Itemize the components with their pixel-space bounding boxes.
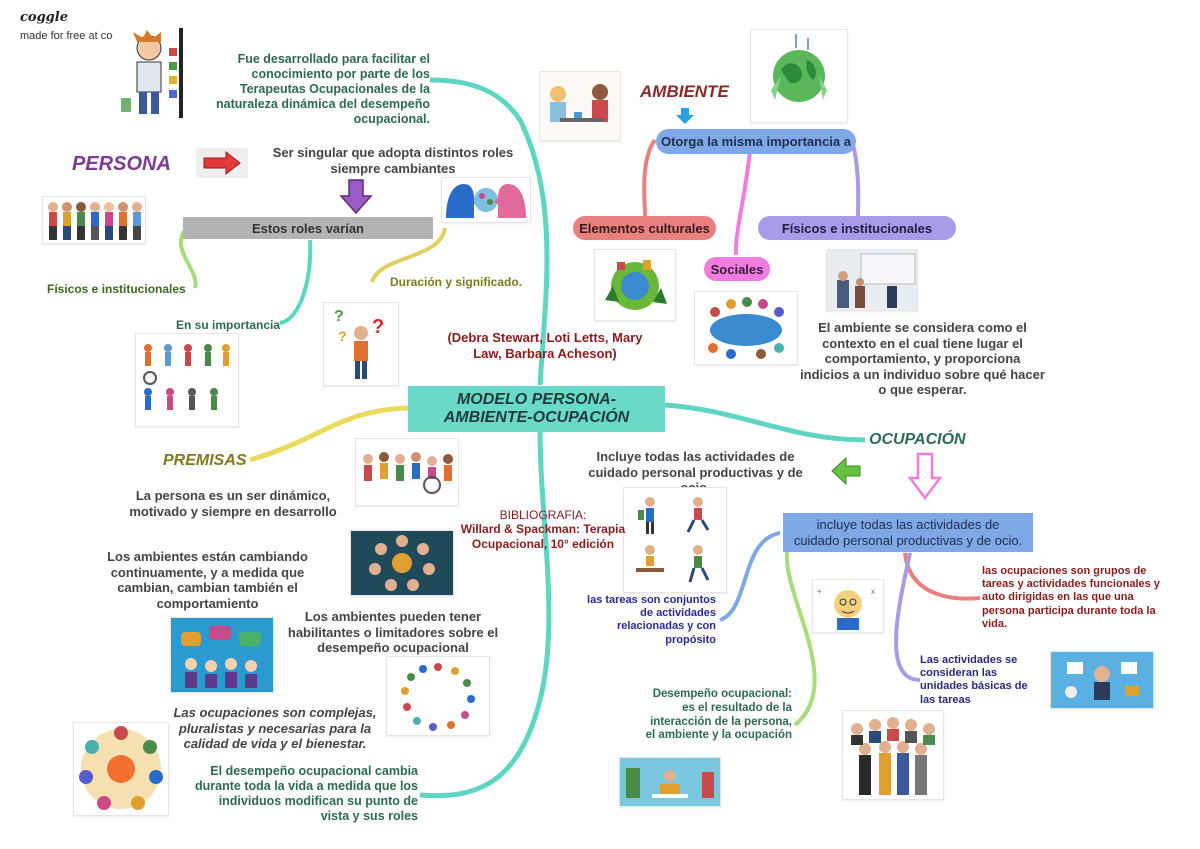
ambiente-connector-label: Otorga la misma importancia a	[660, 134, 851, 149]
central-title: MODELO PERSONA-AMBIENTE-OCUPACIÓN	[443, 390, 630, 426]
ocupacion-box-label: incluye todas las actividades de cuidado…	[793, 516, 1023, 548]
grupos-text: las ocupaciones son grupos de tareas y a…	[982, 565, 1160, 630]
bibliography-text: Willard & Spackman: Terapia Ocupacional,…	[460, 522, 626, 551]
roles-bar[interactable]: Estos roles varían	[183, 217, 433, 239]
people-ring-image	[386, 656, 490, 736]
people-group-image	[42, 196, 146, 244]
elementos-culturales[interactable]: Elementos culturales	[573, 216, 716, 240]
down-arrow-blue-icon	[675, 106, 695, 126]
roles-label: Estos roles varían	[252, 220, 364, 236]
persona-importance: En su importancia	[176, 318, 281, 332]
activities-image	[623, 487, 727, 593]
sociales[interactable]: Sociales	[704, 257, 770, 281]
ocupacion-title: OCUPACIÓN	[869, 431, 966, 448]
globe-environment-image	[750, 29, 848, 123]
bibliography-label: BIBLIOGRAFIA:	[499, 508, 587, 522]
left-arrow-green-icon	[830, 454, 864, 488]
svg-text:+: +	[817, 587, 822, 596]
heads-profile-image	[441, 177, 531, 223]
premisa-2: Los ambientes están cambiando continuame…	[107, 549, 308, 611]
diverse-kids-image	[355, 438, 459, 506]
ambiente-description: El ambiente se considera como el context…	[800, 320, 1045, 398]
question-person-image: ? ? ?	[323, 302, 399, 386]
ocupacion-box[interactable]: incluye todas las actividades de cuidado…	[783, 513, 1033, 552]
central-node[interactable]: MODELO PERSONA-AMBIENTE-OCUPACIÓN	[408, 386, 665, 432]
chat-bubbles-image	[170, 617, 274, 693]
crowd-photo	[842, 710, 944, 800]
persona-fisicos: Físicos e institucionales	[47, 282, 186, 296]
ocupacion-description: Incluye todas las actividades de cuidado…	[588, 449, 803, 489]
ambiente-title: AMBIENTE	[640, 82, 729, 101]
culturales-label: Elementos culturales	[579, 220, 710, 236]
reading-person-image	[619, 757, 721, 807]
intro-text: Fue desarrollado para facilitar el conoc…	[216, 52, 430, 126]
planet-culture-image	[594, 249, 676, 321]
desempeno-text: Desempeño ocupacional: es el resultado d…	[645, 688, 792, 742]
svg-text:?: ?	[372, 316, 384, 338]
persona-description: Ser singular que adopta distintos roles …	[272, 145, 514, 176]
premisas-title: PREMISAS	[163, 452, 247, 469]
down-arrow-pink-icon	[907, 452, 943, 502]
down-arrow-icon	[338, 178, 374, 216]
fisicos-institucionales[interactable]: Físicos e institucionales	[758, 216, 956, 240]
svg-text:x: x	[871, 587, 875, 596]
ambiente-connector[interactable]: Otorga la misma importancia a	[656, 129, 856, 154]
coggle-tagline[interactable]: made for free at coggle.it	[20, 30, 142, 42]
persona-title: PERSONA	[72, 153, 171, 175]
authors-text: (Debra Stewart, Loti Letts, Mary Law, Ba…	[447, 330, 643, 361]
persona-duration: Duración y significado.	[390, 275, 523, 289]
tareas-text: las tareas son conjuntos de actividades …	[587, 594, 716, 646]
classroom-photo	[826, 249, 918, 311]
svg-text:?: ?	[338, 328, 347, 344]
premisa-1: La persona es un ser dinámico, motivado …	[129, 488, 337, 519]
premisa-5: El desempeño ocupacional cambia durante …	[195, 764, 418, 823]
meeting-table-image	[694, 291, 798, 365]
colorful-circle-image	[73, 722, 169, 816]
social-circle-image	[350, 530, 454, 596]
premisa-3: Los ambientes pueden tener habilitantes …	[287, 609, 499, 656]
scientist-illustration	[113, 28, 193, 118]
therapy-scene-image	[539, 71, 621, 141]
fisicos-label: Físicos e institucionales	[781, 220, 933, 236]
sociales-label: Sociales	[710, 261, 764, 277]
premisa-4: Las ocupaciones son complejas, pluralist…	[173, 705, 377, 751]
actividades-text: Las actividades se consideran las unidad…	[920, 654, 1028, 706]
thinking-child-image: + x	[812, 579, 884, 633]
right-arrow-icon	[196, 148, 248, 178]
coggle-logo[interactable]: coggle	[20, 10, 68, 25]
bibliography: BIBLIOGRAFIA: Willard & Spackman: Terapi…	[448, 508, 638, 551]
svg-text:?: ?	[334, 308, 344, 325]
multitask-image	[1050, 651, 1154, 709]
disability-people-image	[135, 333, 239, 427]
